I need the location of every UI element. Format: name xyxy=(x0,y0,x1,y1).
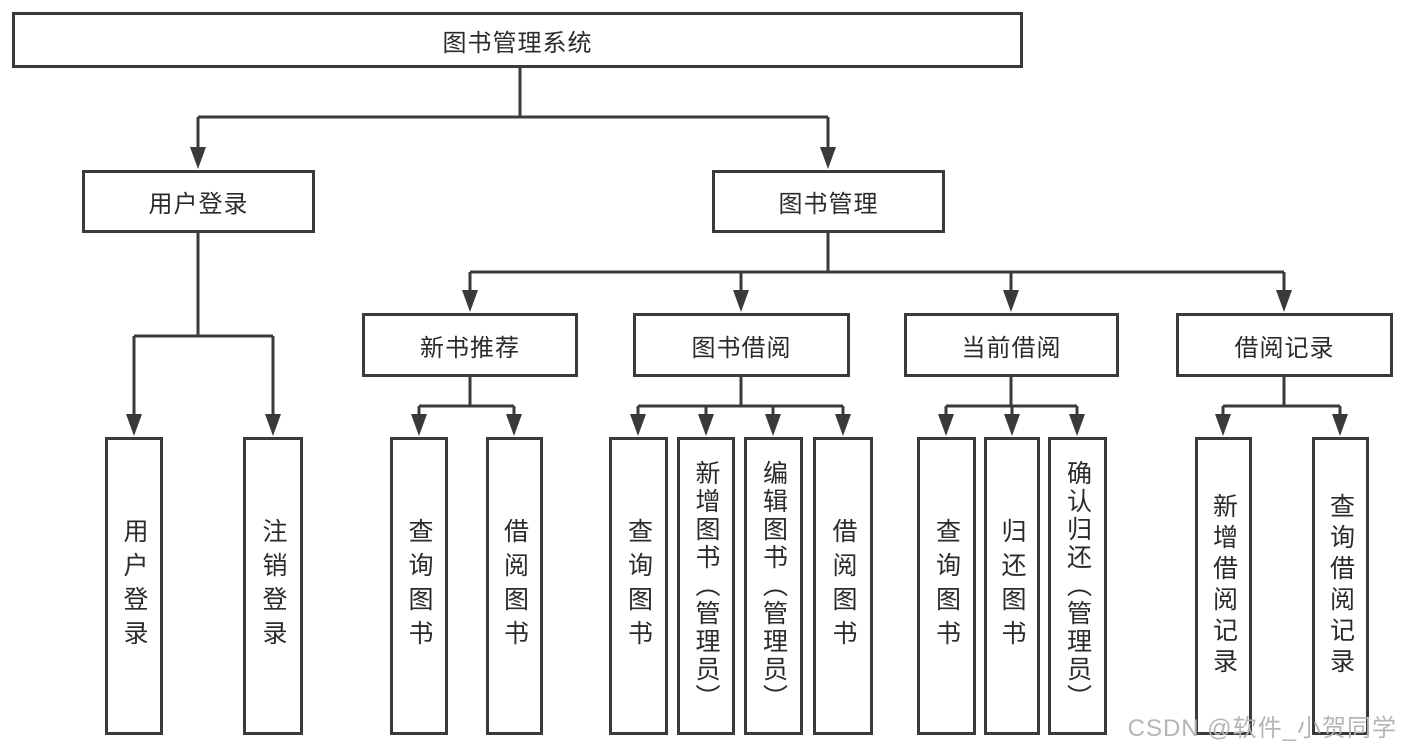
leaf-query-books-borrow: 查询图书 xyxy=(609,437,668,735)
leaf-label: 归还图书 xyxy=(998,518,1026,654)
leaf-edit-book-admin: 编辑图书（管理员） xyxy=(744,437,803,735)
leaf-label: 查询图书 xyxy=(624,518,653,654)
connector-new-book-children xyxy=(411,377,522,436)
leaf-label: 确认归还（管理员） xyxy=(1063,460,1092,712)
connector-book-mgmt-children xyxy=(462,233,1292,312)
csdn-watermark: CSDN @软件_小贺同学 xyxy=(1127,715,1397,742)
leaf-confirm-return-admin: 确认归还（管理员） xyxy=(1048,437,1107,735)
leaf-label: 注销登录 xyxy=(259,518,287,654)
connector-current-borrow-children xyxy=(938,377,1085,436)
leaf-return-books: 归还图书 xyxy=(984,437,1040,735)
leaf-label: 编辑图书（管理员） xyxy=(759,460,788,712)
node-label: 当前借阅 xyxy=(961,334,1062,362)
node-label: 图书管理系统 xyxy=(442,29,593,57)
leaf-query-books-current: 查询图书 xyxy=(917,437,976,735)
connector-borrow-records-children xyxy=(1215,377,1348,436)
leaf-label: 查询图书 xyxy=(405,518,433,654)
leaf-label: 用户登录 xyxy=(120,518,148,654)
leaf-label: 查询借阅记录 xyxy=(1326,493,1355,679)
node-label: 借阅记录 xyxy=(1234,334,1335,362)
leaf-query-borrow-record: 查询借阅记录 xyxy=(1312,437,1369,735)
leaf-logout: 注销登录 xyxy=(243,437,303,735)
node-book-management: 图书管理 xyxy=(712,170,945,233)
leaf-add-borrow-record: 新增借阅记录 xyxy=(1195,437,1252,735)
leaf-query-books-recommend: 查询图书 xyxy=(390,437,448,735)
leaf-label: 新增借阅记录 xyxy=(1209,493,1238,679)
connector-root-to-level1 xyxy=(190,67,836,169)
node-label: 用户登录 xyxy=(148,191,249,218)
node-label: 新书推荐 xyxy=(420,334,520,362)
node-current-borrow: 当前借阅 xyxy=(904,313,1119,377)
connector-book-borrow-children xyxy=(630,377,851,436)
node-library-management-system: 图书管理系统 xyxy=(12,12,1023,68)
connector-user-login-children xyxy=(126,233,281,436)
leaf-label: 查询图书 xyxy=(932,518,961,654)
node-label: 图书借阅 xyxy=(691,334,792,362)
leaf-borrow-books-recommend: 借阅图书 xyxy=(486,437,543,735)
node-new-book-recommend: 新书推荐 xyxy=(362,313,578,377)
leaf-user-login: 用户登录 xyxy=(105,437,163,735)
node-label: 图书管理 xyxy=(778,191,879,218)
leaf-label: 借阅图书 xyxy=(500,518,529,654)
node-borrow-records: 借阅记录 xyxy=(1176,313,1393,377)
leaf-add-book-admin: 新增图书（管理员） xyxy=(677,437,735,735)
node-user-login: 用户登录 xyxy=(82,170,315,233)
leaf-label: 新增图书（管理员） xyxy=(692,460,720,712)
leaf-borrow-books: 借阅图书 xyxy=(813,437,873,735)
leaf-label: 借阅图书 xyxy=(829,518,857,654)
node-book-borrow: 图书借阅 xyxy=(633,313,850,377)
